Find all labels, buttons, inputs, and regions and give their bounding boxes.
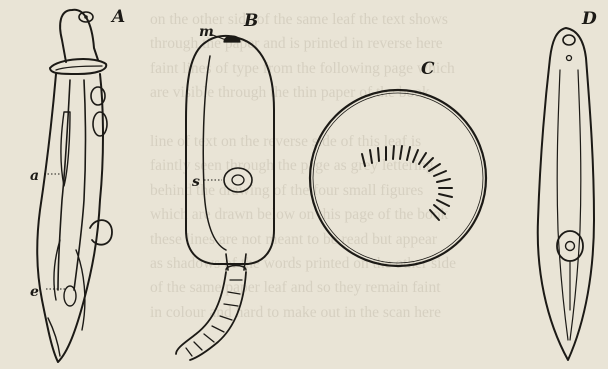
panel-label-c: C — [421, 59, 435, 79]
figure-a: A a e — [30, 7, 125, 362]
part-label-e: e — [30, 284, 39, 300]
panel-label-a: A — [110, 7, 125, 27]
part-label-s: s — [192, 174, 200, 190]
figure-c: C — [310, 59, 486, 266]
spine-arc — [362, 146, 452, 220]
panel-label-b: B — [243, 11, 258, 31]
figure-b: B m s — [176, 11, 274, 360]
panel-label-d: D — [581, 9, 597, 29]
part-label-a: a — [30, 168, 39, 184]
figure-d: D — [538, 9, 597, 360]
part-label-m: m — [199, 24, 214, 40]
